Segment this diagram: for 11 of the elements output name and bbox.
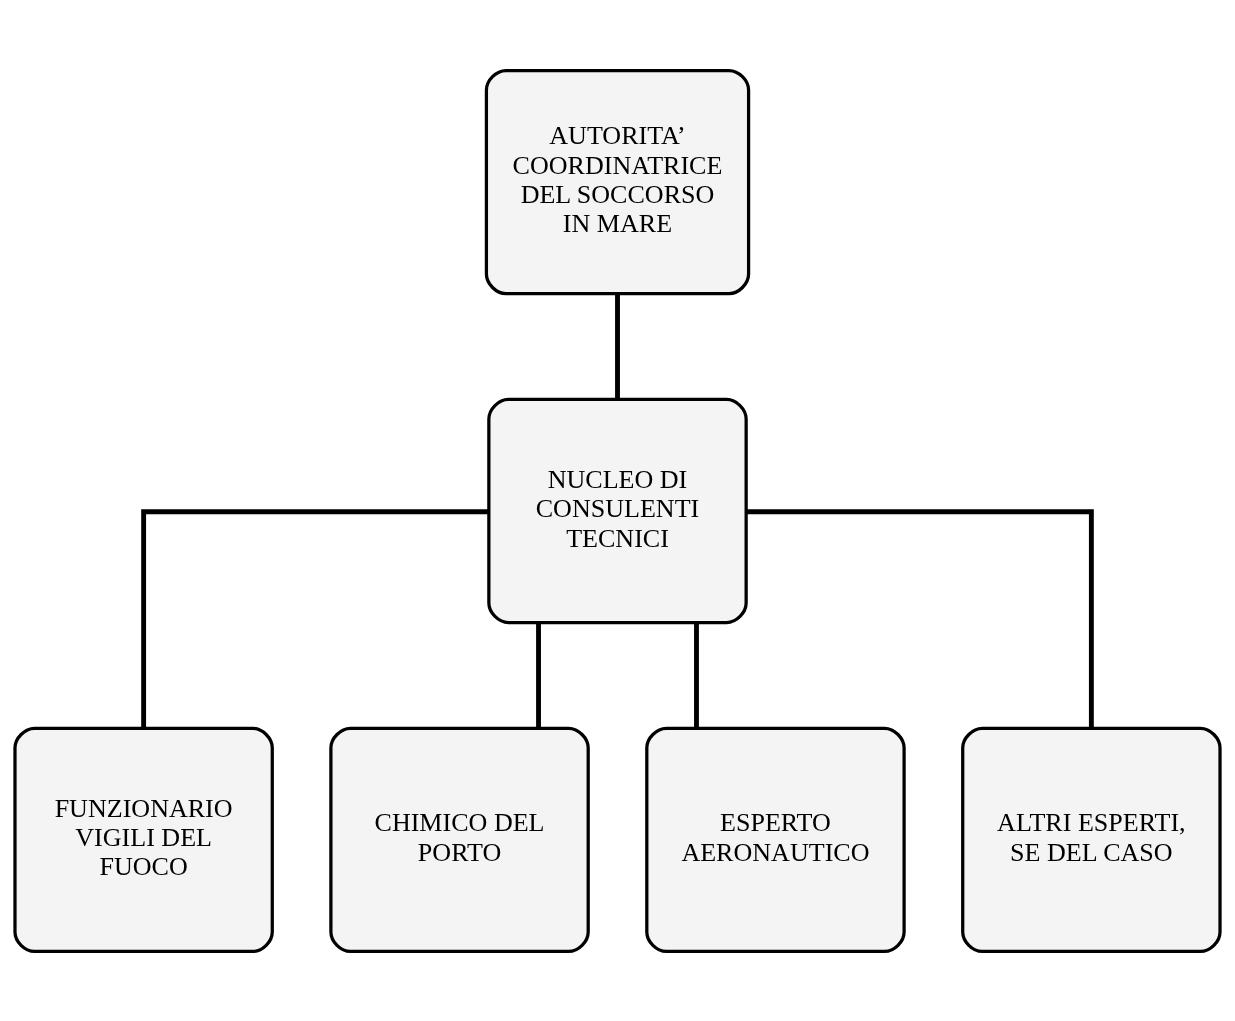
node-box: FUNZIONARIO VIGILI DEL FUOCO [13,726,274,953]
node-box: NUCLEO DI CONSULENTI TECNICI [487,397,748,624]
connector [141,508,489,728]
connector [615,293,620,399]
connector [746,508,1094,728]
node-box: AUTORITA’ COORDINATRICE DEL SOCCORSO IN MARE [484,68,751,295]
node-box: ALTRI ESPERTI, SE DEL CASO [961,726,1222,953]
connector [536,622,541,728]
node-box: CHIMICO DEL PORTO [329,726,590,953]
connector [694,622,699,728]
node-box: ESPERTO AERONAUTICO [645,726,906,953]
